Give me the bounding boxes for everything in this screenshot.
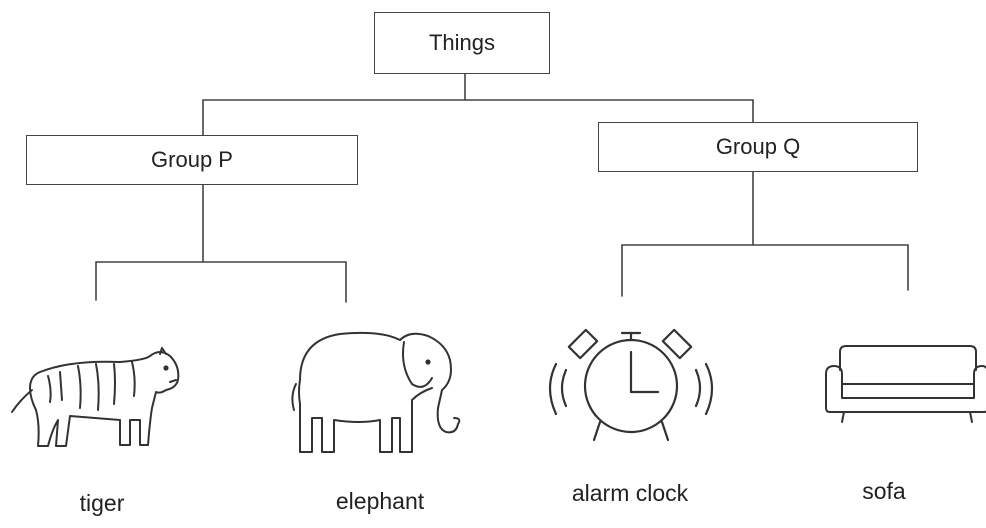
group-q-node: Group Q — [598, 122, 918, 172]
tiger-icon — [11, 347, 180, 447]
group-p-node: Group P — [26, 135, 358, 185]
root-node-label: Things — [428, 30, 496, 55]
group-p-label: Group P — [151, 147, 233, 172]
sofa-icon — [825, 345, 986, 423]
root-node: Things — [374, 12, 550, 74]
sofa-label: sofa — [862, 478, 906, 504]
group-q-label: Group Q — [715, 134, 801, 159]
elephant-icon — [291, 331, 461, 453]
alarm-clock-label: alarm clock — [571, 480, 689, 506]
alarm-clock-icon — [548, 328, 714, 442]
elephant-label: elephant — [335, 488, 425, 514]
tiger-label: tiger — [79, 490, 125, 516]
